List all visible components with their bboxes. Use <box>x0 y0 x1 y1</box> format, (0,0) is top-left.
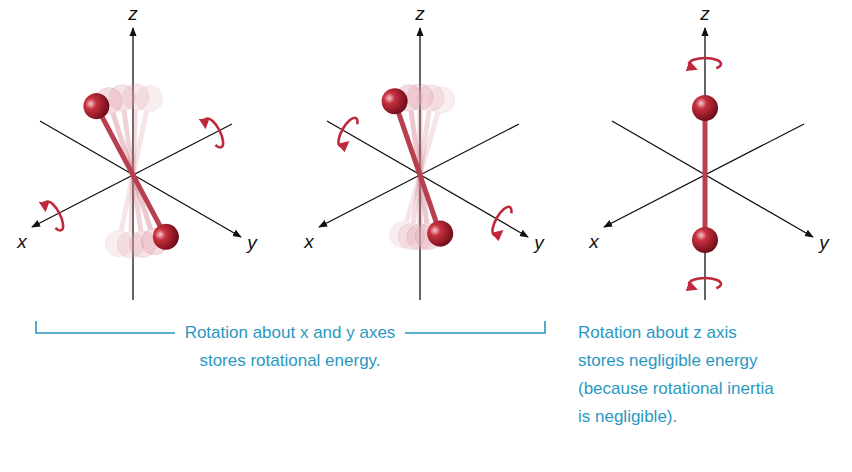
atom <box>79 89 114 124</box>
axes <box>32 28 241 300</box>
rotation-arrow <box>43 199 67 232</box>
axis-label: x <box>17 231 27 253</box>
axis-label: z <box>128 3 138 25</box>
atom <box>148 219 183 254</box>
axis-label: z <box>700 3 710 25</box>
axis-label: y <box>819 232 829 254</box>
rotation-arrow <box>335 115 360 148</box>
bracket-line <box>405 321 545 333</box>
bond <box>703 108 708 240</box>
axis-label: z <box>415 3 425 25</box>
y-axis <box>612 121 813 237</box>
bracket-line <box>36 321 175 333</box>
axis-label: y <box>534 232 544 254</box>
rotation-arrow <box>689 278 721 288</box>
axis-label: x <box>589 231 599 253</box>
axis-label: y <box>247 232 257 254</box>
rotation-arrow <box>489 204 514 237</box>
bond <box>395 101 441 233</box>
axes <box>319 28 528 300</box>
axis-label: x <box>304 231 314 253</box>
diatomic-molecule <box>692 95 718 253</box>
rotation-arrow <box>689 58 721 68</box>
rotation-arrows <box>43 58 721 288</box>
axes <box>604 28 813 300</box>
atom <box>424 217 457 250</box>
z-axis <box>704 28 705 300</box>
atom <box>378 85 411 118</box>
caption-text: Rotation about x and y axes stores rotat… <box>170 319 410 375</box>
bond <box>96 106 165 237</box>
atom <box>692 95 718 121</box>
diatomic-molecule <box>378 85 457 250</box>
atom <box>692 227 718 253</box>
caption-text: Rotation about z axis stores negligible … <box>578 319 783 431</box>
rotation-arrow <box>203 116 227 149</box>
diatomic-molecule <box>79 89 184 255</box>
